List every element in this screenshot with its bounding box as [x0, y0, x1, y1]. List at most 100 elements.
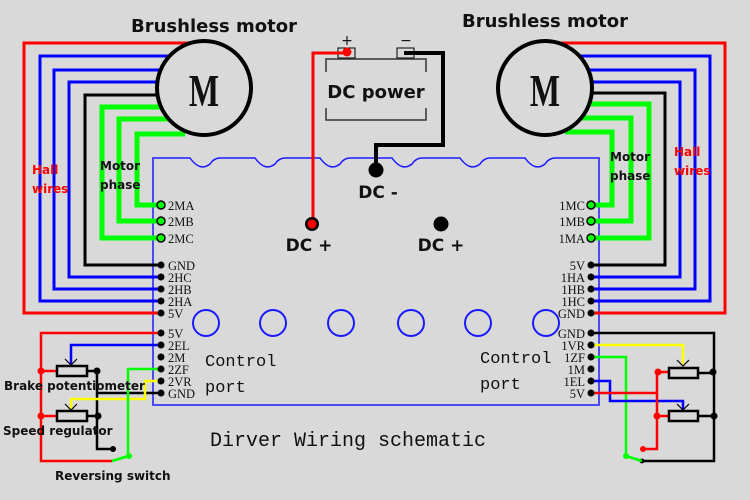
left-control-port-label: Control	[205, 353, 276, 372]
wire-blue-1el	[591, 379, 685, 410]
diagram-title: Dirver Wiring schematic	[210, 430, 486, 453]
pin-ctrl-5v[interactable]	[587, 389, 595, 397]
wire-yellow-2vr	[69, 379, 161, 410]
right-top-potentiometer	[667, 359, 700, 380]
pin-1hc[interactable]	[587, 297, 595, 305]
brake-potentiometer-label: Brake potentiometer	[4, 379, 145, 393]
pot-body	[667, 409, 700, 423]
wire-green-1mb	[578, 115, 634, 224]
driver-board	[152, 157, 600, 406]
battery-outline	[325, 58, 427, 121]
pin-2ha[interactable]	[157, 297, 165, 305]
pin-label: 1EL	[563, 375, 585, 389]
pin-label: 1MC	[559, 199, 585, 213]
pot-wiper-arrow	[676, 359, 690, 367]
dc-power-supply: + − DC power	[325, 33, 427, 121]
pin-ctrl-gnd[interactable]	[587, 329, 595, 337]
pin-label: 2VR	[168, 375, 192, 389]
pin-1mb[interactable]	[586, 216, 596, 226]
wire-blue-1hc	[577, 54, 712, 303]
right-hall-wires	[558, 41, 727, 315]
pin-2mb[interactable]	[156, 216, 166, 226]
motor-body	[496, 39, 594, 137]
board-outline	[152, 157, 600, 406]
junction-dot	[709, 368, 717, 376]
right-control-port-label-2: port	[480, 376, 521, 395]
pin-ctrl-5v[interactable]	[157, 329, 165, 337]
pin-ctrl-gnd[interactable]	[157, 389, 165, 397]
right-control-port-label: Control	[480, 350, 551, 369]
wire-black-5v	[590, 91, 667, 267]
pin-1vr[interactable]	[587, 341, 595, 349]
pot-body	[55, 364, 89, 378]
dc-plus-terminal-right	[433, 216, 449, 232]
pin-2ma[interactable]	[156, 200, 166, 210]
wire-blue-2ha	[38, 54, 172, 303]
dc-minus-terminal	[368, 162, 384, 178]
pin-2mc[interactable]	[156, 233, 166, 243]
pin-1el[interactable]	[587, 377, 595, 385]
junction-dot	[654, 368, 662, 376]
minus-symbol: −	[400, 33, 412, 49]
pin-1zf[interactable]	[587, 353, 595, 361]
right-hall-label: Hall	[674, 145, 700, 159]
pin-label: 2HA	[168, 295, 192, 309]
pin-2hc[interactable]	[157, 273, 165, 281]
pin-gnd[interactable]	[157, 261, 165, 269]
junction-dot	[110, 446, 116, 452]
pin-2hb[interactable]	[157, 285, 165, 293]
wire-red-rail	[643, 370, 669, 451]
pin-1ha[interactable]	[587, 273, 595, 281]
wire-green-1mc	[565, 129, 615, 208]
pin-label: 1ZF	[564, 351, 585, 365]
pin-1hb[interactable]	[587, 285, 595, 293]
dc-plus-left-label: DC +	[286, 236, 333, 256]
wire-red-5v	[22, 41, 190, 315]
pot-body	[55, 409, 89, 423]
wire-green-2ma	[134, 131, 185, 208]
pin-gnd[interactable]	[587, 309, 595, 317]
motor-symbol: M	[530, 65, 560, 116]
pot-body	[667, 366, 700, 380]
wire-blue-2el	[69, 343, 161, 364]
pin-label: 1MB	[559, 215, 585, 229]
pin-2el[interactable]	[157, 341, 165, 349]
left-control-wiring	[39, 331, 161, 463]
pin-1ma[interactable]	[586, 233, 596, 243]
wire-blue-1ha	[590, 80, 682, 279]
mounting-hole	[192, 309, 220, 337]
right-phase-wires	[565, 101, 652, 241]
left-pin-labels: 2MA 2MB 2MC GND 2HC 2HB 2HA 5V 5V 2EL 2M…	[168, 199, 195, 401]
dc-power-label: DC power	[327, 82, 425, 103]
pin-label: 1VR	[561, 339, 585, 353]
junction-dot	[37, 367, 45, 375]
wire-red-dc-plus	[311, 51, 347, 224]
junction-dot	[94, 412, 102, 420]
pot-wiper-arrow	[64, 403, 78, 411]
pin-5v[interactable]	[587, 261, 595, 269]
pin-label: 2MB	[168, 215, 194, 229]
motor-symbol: M	[189, 65, 219, 116]
junction-dot	[653, 412, 661, 420]
pin-label: 2MA	[168, 199, 194, 213]
pin-5v[interactable]	[157, 309, 165, 317]
wire-black-dc-minus	[374, 51, 445, 170]
wire-yellow-1vr	[591, 343, 685, 364]
pin-label: 1MA	[559, 232, 585, 246]
pot-wiper-arrow	[64, 358, 78, 366]
right-phase-label-2: phase	[610, 169, 651, 183]
wire-blue-2hb	[52, 68, 165, 291]
pin-label: 5V	[168, 307, 183, 321]
mounting-hole	[259, 309, 287, 337]
pin-label: 5V	[168, 327, 183, 341]
pin-2m[interactable]	[157, 353, 165, 361]
pin-2zf[interactable]	[157, 365, 165, 373]
left-phase-label-2: phase	[100, 178, 141, 192]
pin-label: GND	[558, 307, 585, 321]
reversing-switch-blade	[625, 454, 643, 463]
wire-green-1ma	[585, 101, 652, 241]
pin-2vr[interactable]	[157, 377, 165, 385]
pin-1mc[interactable]	[586, 200, 596, 210]
pin-1m[interactable]	[587, 365, 595, 373]
pin-label: 2MC	[168, 232, 194, 246]
